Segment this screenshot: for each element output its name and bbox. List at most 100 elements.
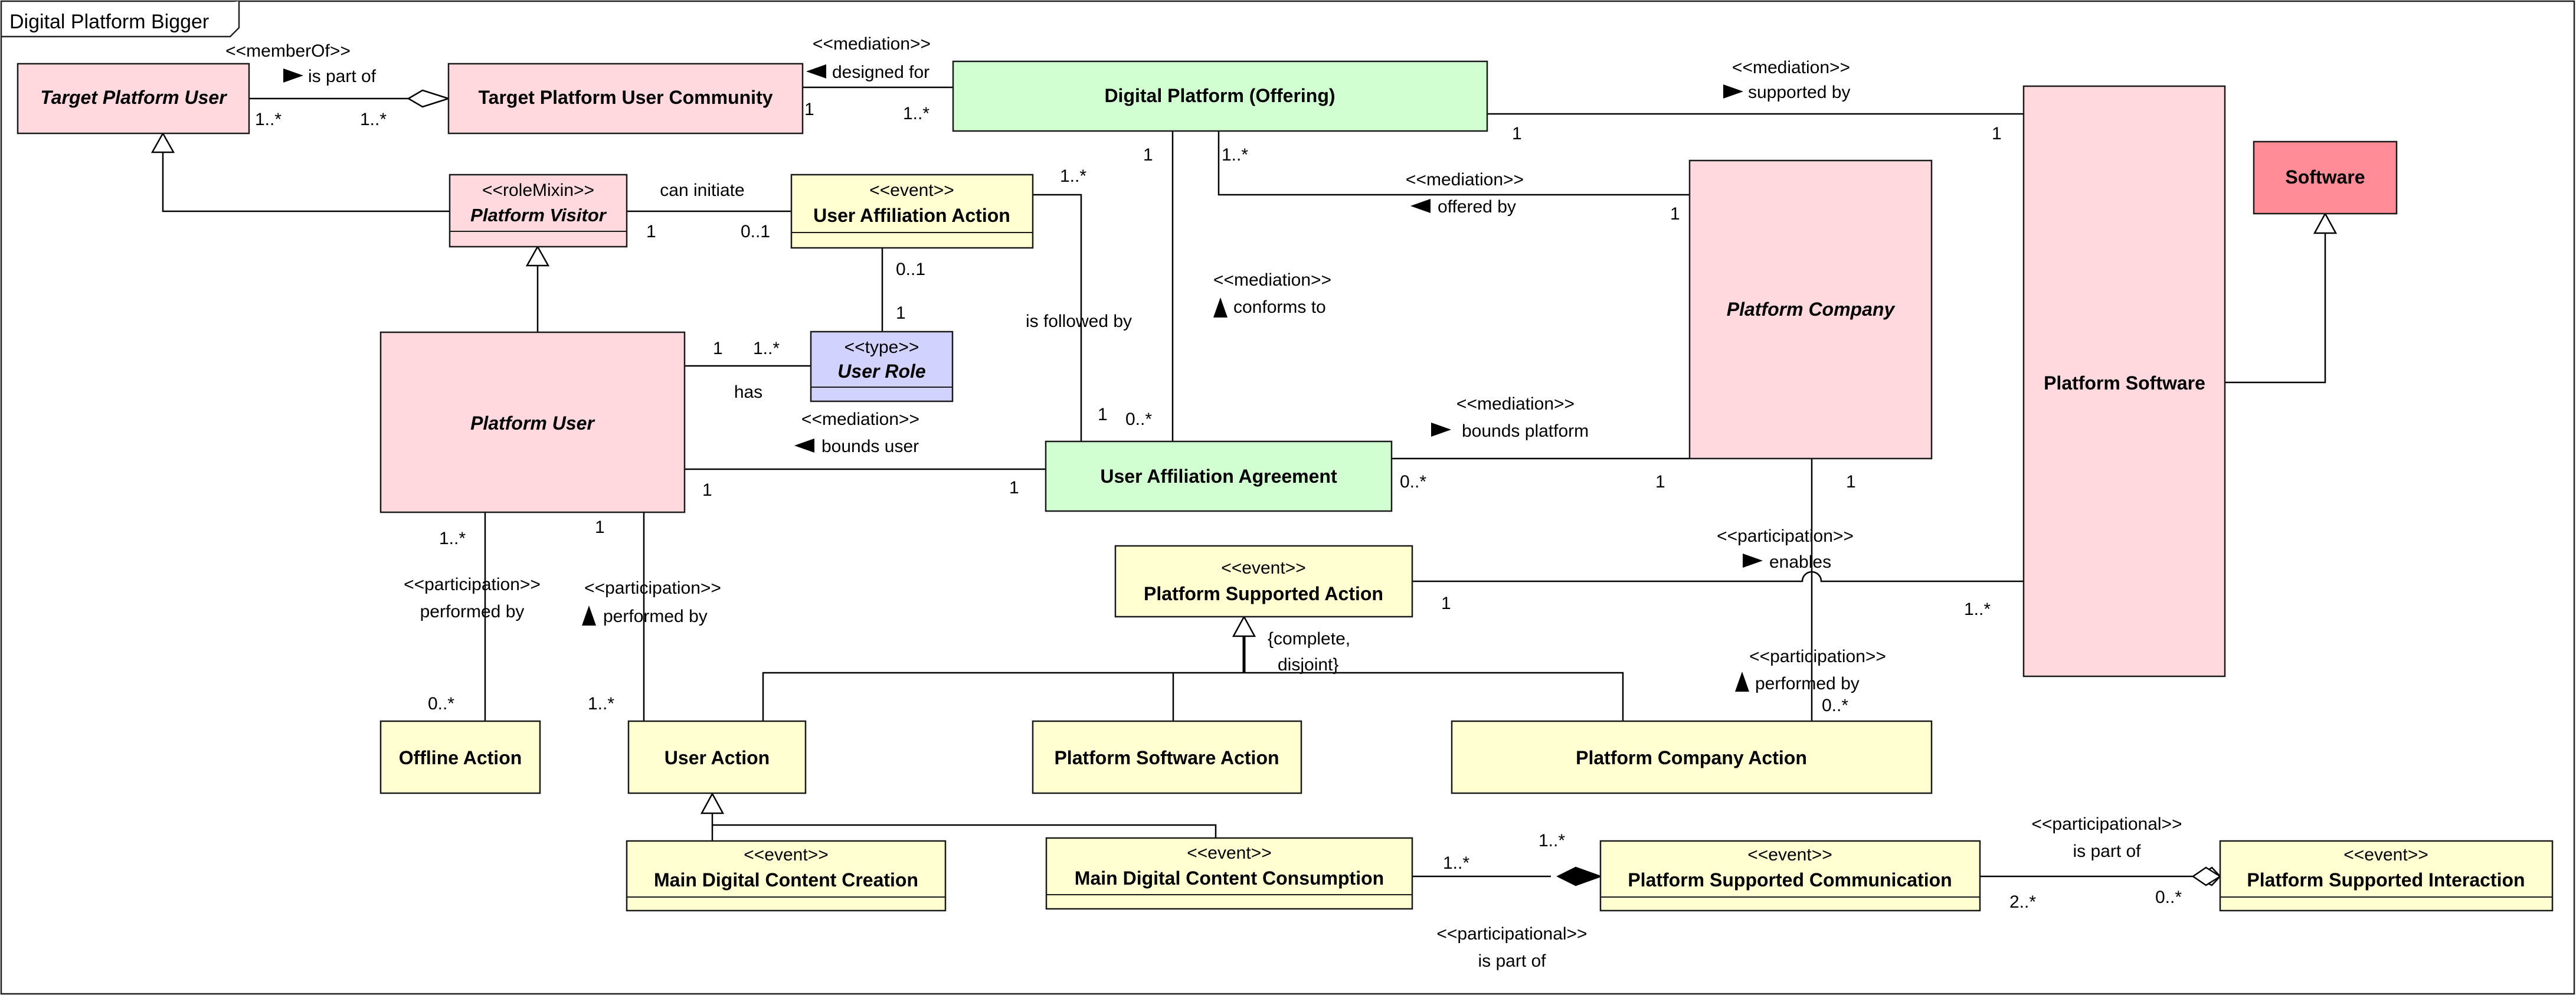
class-platform-visitor[interactable]: <<roleMixin>> Platform Visitor <box>449 174 628 248</box>
assoc-mult: 1 <box>896 303 906 323</box>
class-user-action[interactable]: User Action <box>627 720 807 794</box>
class-platform-company[interactable]: Platform Company <box>1688 159 1933 460</box>
assoc-stereotype: <<mediation>> <box>1456 394 1575 414</box>
class-box <box>2022 85 2226 677</box>
class-user-affiliation-agreement[interactable]: User Affiliation Agreement <box>1045 440 1393 512</box>
edge-offered-by[interactable] <box>1217 131 1690 196</box>
class-box <box>810 330 954 402</box>
class-box <box>17 63 250 135</box>
class-offline-action[interactable]: Offline Action <box>379 720 541 794</box>
assoc-stereotype: <<participational>> <box>1436 924 1587 944</box>
class-box <box>2253 140 2398 215</box>
class-main-digital-content-consumption[interactable]: <<event>> Main Digital Content Consumpti… <box>1045 837 1413 910</box>
assoc-mult: 0..1 <box>896 260 925 279</box>
assoc-stereotype: <<participation>> <box>404 575 541 594</box>
assoc-stereotype: <<mediation>> <box>1406 170 1524 189</box>
class-box <box>449 174 628 248</box>
class-name: User Affiliation Agreement <box>1100 466 1337 487</box>
edge-is-followed-by[interactable] <box>1033 194 1082 441</box>
assoc-stereotype: <<participational>> <box>2031 814 2182 834</box>
class-platform-supported-action[interactable]: <<event>> Platform Supported Action <box>1114 545 1413 618</box>
class-name: Main Digital Content Consumption <box>1075 868 1384 889</box>
class-stereotype: <<event>> <box>1221 558 1305 578</box>
assoc-name: is part of <box>2073 842 2141 861</box>
assoc-stereotype: <<memberOf>> <box>225 41 351 61</box>
assoc-mult: 1 <box>1143 145 1153 165</box>
class-main-digital-content-creation[interactable]: <<event>> Main Digital Content Creation <box>626 840 947 912</box>
assoc-mult: 1 <box>1009 478 1019 498</box>
assoc-mult: 1 <box>1655 472 1665 492</box>
assoc-mult: 1 <box>1441 594 1451 613</box>
assoc-name: bounds user <box>821 437 919 456</box>
class-stereotype: <<event>> <box>1187 843 1271 863</box>
assoc-mult: 1..* <box>903 104 929 123</box>
direction-arrow-icon <box>283 68 303 83</box>
class-name: Target Platform User Community <box>478 87 773 108</box>
assoc-mult: 1 <box>1512 124 1522 143</box>
assoc-name: performed by <box>420 602 525 621</box>
class-platform-software-action[interactable]: Platform Software Action <box>1032 720 1302 794</box>
class-name: Software <box>2285 166 2365 188</box>
class-target-platform-user-community[interactable]: Target Platform User Community <box>447 63 804 135</box>
class-stereotype: <<event>> <box>744 845 828 865</box>
generalization-arrow-icon <box>700 792 725 814</box>
assoc-stereotype: <<participation>> <box>584 578 721 598</box>
assoc-stereotype: <<participation>> <box>1749 647 1886 666</box>
direction-arrow-icon <box>582 605 596 626</box>
class-box <box>379 720 541 794</box>
assoc-mult: 0..* <box>428 694 454 713</box>
assoc-stereotype: <<participation>> <box>1717 526 1854 546</box>
class-box <box>379 331 686 513</box>
class-box <box>447 63 804 135</box>
class-platform-supported-interaction[interactable]: <<event>> Platform Supported Interaction <box>2219 840 2554 912</box>
frame-tab <box>1 1 240 38</box>
generalization-arrow-icon <box>2313 212 2338 234</box>
class-box <box>627 720 807 794</box>
class-box <box>1045 440 1393 512</box>
assoc-name: designed for <box>832 63 929 82</box>
assoc-stereotype: <<mediation>> <box>813 34 931 54</box>
assoc-name: conforms to <box>1233 297 1326 317</box>
assoc-mult: 0..* <box>1400 472 1426 492</box>
gen-set-bus <box>762 672 1624 721</box>
class-stereotype: <<roleMixin>> <box>482 181 594 200</box>
class-platform-company-action[interactable]: Platform Company Action <box>1451 720 1933 794</box>
direction-arrow-icon <box>1735 672 1749 692</box>
assoc-mult: 2..* <box>2009 892 2036 912</box>
gen-content-bus <box>711 824 1217 841</box>
assoc-mult: 1..* <box>1964 600 1991 619</box>
class-name: Offline Action <box>399 747 522 768</box>
class-name: Platform Company <box>1727 299 1896 320</box>
class-stereotype: <<event>> <box>869 181 954 200</box>
assoc-mult: 0..* <box>1125 410 1152 429</box>
class-name: Platform Company Action <box>1576 747 1807 768</box>
class-stereotype: <<event>> <box>1747 845 1832 865</box>
class-platform-software[interactable]: Platform Software <box>2022 85 2226 677</box>
class-software[interactable]: Software <box>2253 140 2398 215</box>
generalization-arrow-icon <box>525 245 550 267</box>
direction-arrow-icon <box>1431 423 1451 437</box>
class-name: Platform Software <box>2044 372 2205 394</box>
assoc-mult: 0..1 <box>741 222 770 241</box>
assoc-mult: 1..* <box>255 110 282 129</box>
assoc-mult: 1 <box>1098 405 1108 424</box>
class-user-role[interactable]: <<type>> User Role <box>810 330 954 402</box>
assoc-name: enables <box>1769 552 1831 572</box>
class-name: Platform Visitor <box>470 205 607 225</box>
class-platform-user[interactable]: Platform User <box>379 331 686 513</box>
class-user-affiliation-action[interactable]: <<event>> User Affiliation Action <box>790 174 1034 249</box>
class-box <box>626 840 947 912</box>
assoc-name: performed by <box>603 607 708 626</box>
gen-set-constraint: disjoint} <box>1278 655 1338 675</box>
assoc-mult: 1 <box>804 100 814 119</box>
class-name: User Affiliation Action <box>813 205 1010 226</box>
class-target-platform-user[interactable]: Target Platform User <box>17 63 250 135</box>
class-digital-platform-offering[interactable]: Digital Platform (Offering) <box>952 60 1488 132</box>
assoc-name: offered by <box>1438 197 1516 217</box>
class-platform-supported-communication[interactable]: <<event>> Platform Supported Communicati… <box>1599 840 1981 912</box>
assoc-name: is part of <box>308 67 377 86</box>
class-name: Digital Platform (Offering) <box>1104 85 1335 106</box>
assoc-stereotype: <<mediation>> <box>1213 270 1331 290</box>
assoc-mult: 1..* <box>588 694 614 713</box>
